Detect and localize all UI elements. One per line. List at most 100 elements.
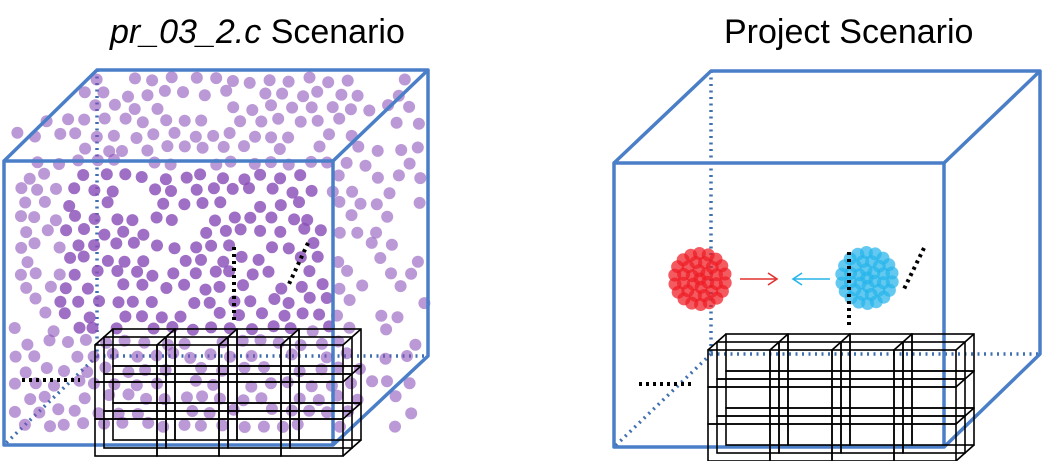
- particle: [180, 171, 193, 184]
- particle: [217, 255, 230, 268]
- right-panel-title: Project Scenario: [724, 13, 974, 51]
- particle: [293, 196, 305, 209]
- particle: [409, 338, 422, 351]
- particle: [136, 310, 148, 323]
- particle: [371, 171, 384, 184]
- particle: [40, 362, 53, 374]
- particle: [60, 224, 73, 237]
- particle: [189, 267, 202, 280]
- particle: [234, 115, 247, 128]
- particle: [296, 307, 309, 320]
- right-cell-grid: [707, 333, 975, 461]
- particle: [267, 320, 280, 333]
- particle: [374, 252, 387, 264]
- particle: [119, 168, 132, 181]
- particle: [91, 264, 104, 277]
- particle: [306, 325, 319, 338]
- particle: [385, 238, 398, 251]
- particle: [20, 281, 33, 294]
- particle: [333, 112, 346, 125]
- particle: [63, 200, 76, 212]
- particle: [69, 209, 81, 222]
- particle: [380, 323, 393, 336]
- particle: [136, 278, 149, 291]
- particle: [43, 334, 56, 347]
- particle: [392, 169, 405, 182]
- left-grid-depth-line: [342, 439, 362, 457]
- particle: [204, 348, 217, 361]
- particle: [38, 195, 51, 208]
- particle: [295, 280, 308, 293]
- particle: [49, 214, 62, 227]
- left-diagonal-marker: [287, 242, 310, 285]
- particle: [235, 250, 248, 263]
- particle: [151, 102, 164, 115]
- particle: [274, 199, 287, 212]
- particle: [217, 140, 230, 153]
- particle: [21, 256, 34, 269]
- particle: [256, 307, 268, 320]
- particle: [145, 296, 158, 308]
- particle: [167, 267, 180, 280]
- particle: [101, 254, 114, 267]
- particle: [305, 101, 318, 114]
- particle: [24, 393, 37, 406]
- particle: [405, 267, 418, 280]
- particle: [275, 282, 288, 295]
- right-grid-cell: [911, 407, 975, 446]
- particle: [226, 182, 239, 195]
- particle: [255, 392, 268, 405]
- particle: [332, 361, 345, 374]
- left-grid-depth-line: [94, 328, 114, 346]
- particle: [110, 237, 123, 250]
- particle: [305, 184, 318, 197]
- particle: [272, 112, 285, 125]
- particle: [237, 279, 249, 292]
- particle: [297, 90, 310, 103]
- right-grid-depth-line: [955, 370, 975, 388]
- particle: [88, 184, 101, 197]
- left-dotted-markers: [22, 242, 310, 382]
- particle: [227, 101, 240, 114]
- right-grid-depth-line: [769, 333, 789, 351]
- particle: [103, 389, 116, 401]
- particle: [345, 377, 357, 390]
- particle: [340, 156, 353, 169]
- blue-arrow-head: [791, 272, 803, 286]
- left-grid-depth-line: [156, 328, 176, 346]
- particle: [303, 71, 316, 84]
- particle: [262, 265, 275, 278]
- particle: [194, 419, 207, 432]
- particle: [203, 296, 216, 309]
- particle: [44, 280, 57, 293]
- particle: [254, 200, 267, 213]
- particle: [116, 145, 128, 157]
- right-diagonal-marker: [902, 247, 926, 290]
- particle: [363, 104, 376, 117]
- particle: [255, 115, 268, 128]
- particle: [238, 140, 250, 153]
- particle: [195, 253, 207, 266]
- right-approach-arrows: [740, 272, 830, 286]
- particle: [405, 407, 418, 420]
- particle: [243, 182, 255, 195]
- particle: [194, 168, 207, 181]
- right-box-right-face: [942, 71, 1042, 449]
- particle: [178, 198, 191, 211]
- particle: [403, 157, 416, 170]
- particle: [414, 172, 427, 185]
- red-cluster-particle: [710, 291, 724, 305]
- particle: [81, 366, 94, 378]
- left-grid-cell: [298, 402, 362, 441]
- particle: [72, 295, 85, 308]
- particle: [160, 282, 173, 294]
- particle: [383, 187, 396, 200]
- left-panel-title: pr_03_2.c Scenario: [110, 13, 405, 51]
- particle: [398, 73, 411, 86]
- right-box-hidden-depth: [612, 352, 713, 449]
- particle: [326, 101, 339, 114]
- particle: [258, 361, 270, 374]
- right-grid-cell: [902, 415, 966, 454]
- particle: [165, 71, 178, 84]
- particle: [395, 144, 408, 156]
